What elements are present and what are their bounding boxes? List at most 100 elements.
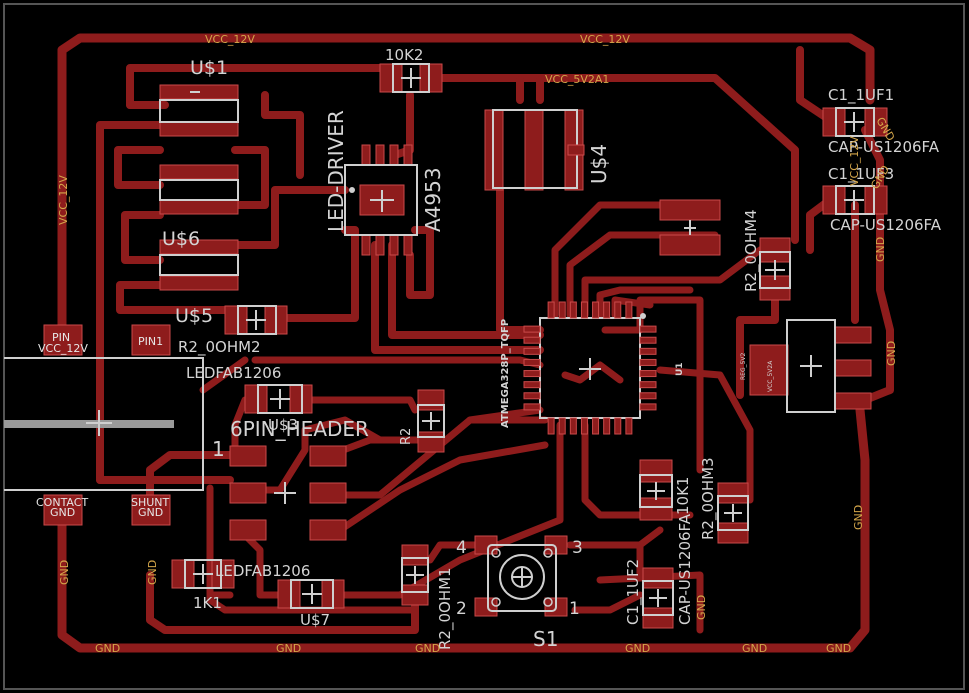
label-r10k1: 10K1: [674, 477, 692, 515]
silkscreen-labels: U$1 U$6 U$5 10K2 LED-DRIVER A4953 U$4 R2…: [162, 46, 942, 651]
switch-s1: [474, 535, 568, 617]
net-gnd-b6: GND: [826, 642, 851, 655]
label-led-driver: LED-DRIVER: [324, 110, 348, 232]
pad-contact: [43, 494, 83, 526]
label-pin-one: 1: [212, 437, 225, 461]
resistor-r2-0ohm3: [717, 482, 749, 544]
qfp-pin: [592, 301, 600, 319]
resistor-r2-0ohm2: [224, 305, 288, 335]
led-array-u1: [159, 84, 239, 291]
board-connector-outline: [4, 357, 204, 491]
net-vcc12-c: VCC_12V: [848, 136, 861, 186]
label-cap-c: CAP-US1206FA: [676, 513, 694, 625]
label-r2-0ohm3: R2_0OHM3: [699, 457, 718, 540]
capacitor-c1-1uf1: [822, 107, 888, 137]
resistor-10k1: [639, 459, 673, 521]
net-gnd-b2: GND: [276, 642, 301, 655]
net-gnd-b3: GND: [415, 642, 440, 655]
pad-label-shunt-gnd: GND: [138, 506, 163, 519]
label-cap-a: CAP-US1206FA: [828, 138, 940, 156]
pad-shunt: [131, 494, 171, 526]
qfp-pin: [523, 336, 541, 344]
resistor-r2-0ohm4-b: [759, 237, 791, 301]
qfp-pin: [547, 301, 555, 319]
label-s1: S1: [533, 627, 558, 651]
qfp-pin: [523, 403, 541, 411]
capacitor-c1-1uf2: [642, 567, 674, 629]
label-atmega: ATMEGA328P_TQFP: [500, 319, 511, 428]
pad-label-vcc12: VCC_12V: [38, 342, 88, 355]
qfp-pin: [592, 417, 600, 435]
qfp-pin: [547, 417, 555, 435]
label-sw-2: 2: [456, 599, 467, 619]
pad-label-pin1: PIN1: [138, 335, 163, 348]
led-u3: [244, 384, 313, 414]
qfp-pin: [603, 417, 611, 435]
qfp-pin: [614, 417, 622, 435]
qfp-pin: [614, 301, 622, 319]
label-r2-0ohm1: R2_0OHM1: [436, 567, 455, 650]
qfp-pin: [523, 381, 541, 389]
label-sw-4: 4: [456, 538, 467, 558]
led-u7: [277, 579, 345, 609]
regulator-5v2: [749, 319, 872, 413]
net-vcc12-top-left: VCC_12V: [205, 33, 255, 46]
net-gnd-b4: GND: [625, 642, 650, 655]
qfp-pin: [523, 325, 541, 333]
pad-label-contact-gnd: GND: [50, 506, 75, 519]
label-u1: U$1: [190, 57, 228, 79]
label-vcc-5v2a-small: VCC_5V2A: [767, 360, 774, 392]
qfp-pin: [603, 301, 611, 319]
qfp-pin: [569, 417, 577, 435]
label-c1-1uf3: C1_1UF3: [828, 165, 894, 184]
label-a4953: A4953: [421, 167, 445, 232]
resistor-1k1: [171, 559, 235, 589]
label-ledfab1206-b: LEDFAB1206: [215, 562, 310, 580]
qfp-pin: [639, 347, 657, 355]
label-1k1: 1K1: [193, 594, 222, 612]
label-sw-3: 3: [572, 538, 583, 558]
header-6pin: [229, 445, 347, 541]
pad-label-contact: CONTACT: [36, 496, 88, 509]
qfp-pin: [523, 358, 541, 366]
label-reg-5v2: REG_5V2: [740, 352, 747, 380]
qfp-pin: [639, 381, 657, 389]
resistor-r2-0ohm1: [401, 544, 429, 606]
label-6pin-header: 6PIN_HEADER: [230, 417, 369, 441]
pin-pad-pin1: [131, 324, 171, 356]
qfp-pin: [639, 403, 657, 411]
net-vcc12-top-right: VCC_12V: [580, 33, 630, 46]
resistor-r-vertical: [417, 389, 445, 453]
label-u3: U$3: [268, 416, 298, 434]
board-outline: [3, 3, 965, 690]
qfp-pin: [639, 336, 657, 344]
label-10k2: 10K2: [385, 46, 423, 64]
qfp-pin: [558, 417, 566, 435]
pad-labels: PIN VCC_12V PIN1 CONTACT GND SHUNT GND: [36, 331, 170, 519]
chip-atmega328p: [523, 301, 657, 435]
qfp-pin: [639, 370, 657, 378]
label-r-near: R2: [399, 428, 414, 445]
qfp-pin: [580, 417, 588, 435]
net-gnd-left2: GND: [146, 560, 159, 585]
label-u6: U$6: [162, 228, 200, 250]
qfp-pin: [625, 417, 633, 435]
net-gnd-r2: GND: [885, 341, 898, 366]
qfp-pin: [625, 301, 633, 319]
component-u4: [484, 109, 585, 191]
qfp-pin: [523, 347, 541, 355]
capacitor-c1-1uf3: [822, 185, 888, 215]
label-r2-0ohm4: R2_0OHM4: [742, 209, 761, 292]
net-gnd-left: GND: [58, 560, 71, 585]
qfp-pin: [558, 301, 566, 319]
label-u1-chip: U1: [675, 362, 685, 376]
resistor-10k2: [379, 63, 443, 93]
qfp-pin: [523, 370, 541, 378]
label-sw-1: 1: [569, 599, 580, 619]
net-gnd-u4: GND: [852, 505, 865, 530]
label-c1-1uf1: C1_1UF1: [828, 86, 894, 105]
qfp-pin: [639, 325, 657, 333]
label-u7: U$7: [300, 611, 330, 629]
qfp-pin: [639, 392, 657, 400]
label-u4: U$4: [587, 144, 611, 184]
